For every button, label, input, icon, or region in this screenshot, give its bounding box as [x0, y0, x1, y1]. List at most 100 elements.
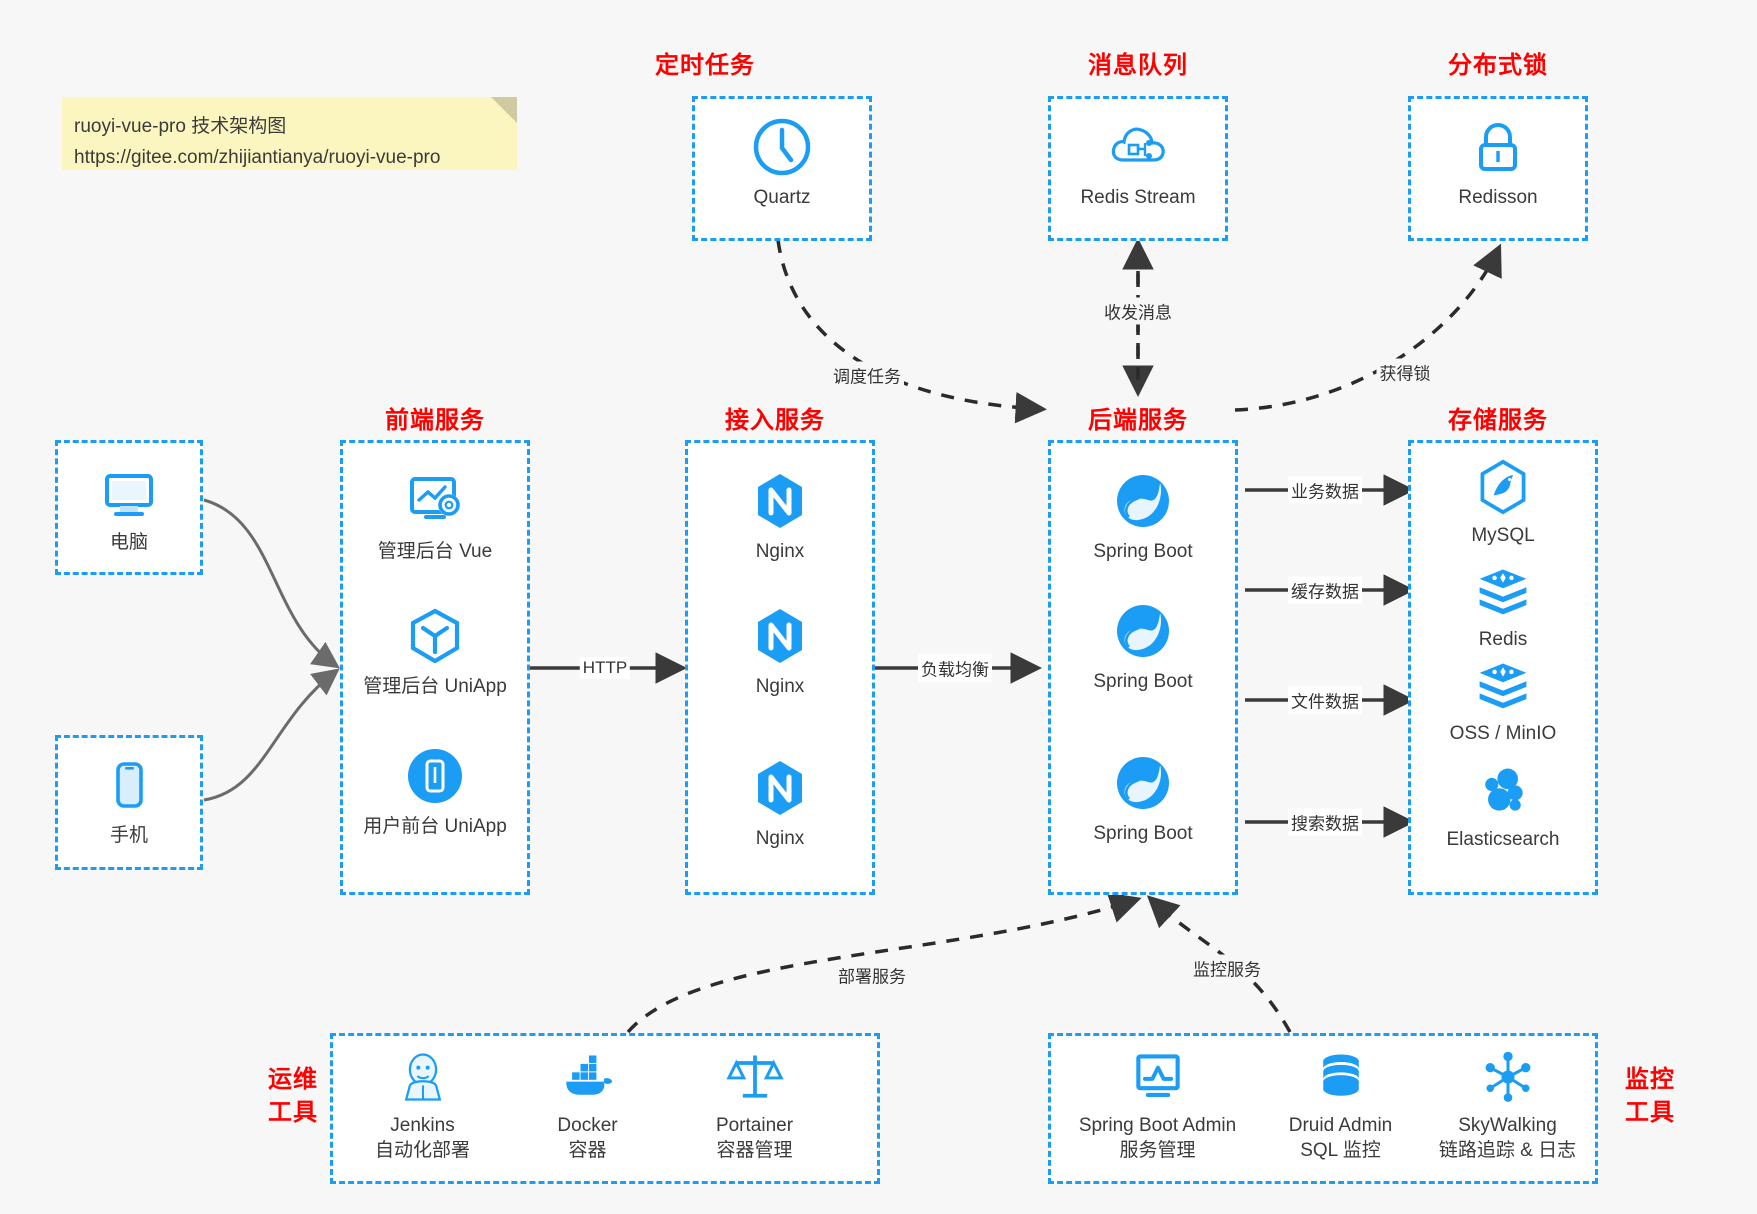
node-label: Elasticsearch [1446, 829, 1560, 850]
spring-leaf-icon [1117, 475, 1169, 527]
clock-icon [753, 118, 811, 176]
group-title-access-service: 接入服务 [725, 407, 825, 434]
edge-label-send-receive-message: 收发消息 [1101, 297, 1175, 325]
node-label: Nginx [755, 676, 805, 697]
node-label: 手机 [109, 825, 148, 846]
node-spring-boot-2[interactable]: Spring Boot [1053, 600, 1233, 694]
node-skywalking[interactable]: SkyWalking 链路追踪 & 日志 [1420, 1048, 1595, 1164]
node-admin-uniapp[interactable]: 管理后台 UniApp [345, 605, 525, 699]
spring-leaf-icon [1117, 757, 1169, 809]
node-quartz[interactable]: Quartz [702, 116, 862, 210]
node-label: Redis Stream [1080, 187, 1196, 208]
node-jenkins[interactable]: Jenkins 自动化部署 [340, 1048, 505, 1164]
group-title-devops-tools-line2: 工具 [268, 1099, 318, 1126]
node-sublabel: 容器管理 [716, 1140, 793, 1161]
node-label: MySQL [1471, 525, 1535, 546]
node-label: Spring Boot [1093, 541, 1193, 562]
nginx-icon [758, 761, 802, 815]
monitor-chart-icon [1135, 1054, 1180, 1098]
redis-stack-icon [1479, 569, 1527, 615]
node-label: 用户前台 UniApp [363, 816, 507, 837]
node-druid-admin[interactable]: Druid Admin SQL 监控 [1258, 1048, 1423, 1164]
redis-stack-icon [1479, 663, 1527, 709]
elasticsearch-icon [1485, 768, 1523, 811]
node-label: 电脑 [109, 532, 148, 553]
edge-label-search-data: 搜索数据 [1288, 808, 1362, 836]
group-box-distributed-lock[interactable] [1408, 96, 1588, 241]
cloud-node-icon [1111, 127, 1165, 162]
edge-label-monitor-service: 监控服务 [1190, 954, 1264, 982]
group-title-storage-service: 存储服务 [1448, 407, 1548, 434]
node-phone[interactable]: 手机 [60, 758, 198, 848]
note-url: https://gitee.com/zhijiantianya/ruoyi-vu… [74, 147, 441, 168]
nginx-icon [758, 474, 802, 528]
node-redis-stream[interactable]: Redis Stream [1058, 116, 1218, 210]
node-label: Spring Boot [1093, 671, 1193, 692]
node-sublabel: 链路追踪 & 日志 [1438, 1140, 1577, 1161]
database-icon [1322, 1054, 1359, 1096]
desktop-monitor-icon [105, 474, 153, 516]
node-redisson[interactable]: Redisson [1418, 116, 1578, 210]
node-docker[interactable]: Docker 容器 [505, 1048, 670, 1164]
group-title-monitor-tools-line2: 工具 [1625, 1099, 1675, 1126]
node-label: Druid Admin [1288, 1115, 1393, 1136]
edge-label-load-balance: 负载均衡 [918, 654, 992, 682]
mobile-app-icon [408, 749, 462, 803]
mysql-dolphin-icon [1480, 459, 1526, 515]
node-label: Spring Boot [1093, 823, 1193, 844]
node-elasticsearch[interactable]: Elasticsearch [1413, 762, 1593, 852]
group-title-devops-tools-line1: 运维 [268, 1066, 318, 1093]
edge-label-http: HTTP [579, 657, 631, 679]
node-label: Redis [1478, 629, 1528, 650]
node-mysql[interactable]: MySQL [1413, 458, 1593, 548]
node-label: OSS / MinIO [1449, 723, 1557, 744]
node-sublabel: 自动化部署 [374, 1140, 470, 1161]
node-label: Nginx [755, 541, 805, 562]
node-label: 管理后台 UniApp [363, 676, 507, 697]
node-label: Spring Boot Admin [1078, 1115, 1237, 1136]
node-redis[interactable]: Redis [1413, 562, 1593, 652]
group-title-backend-service: 后端服务 [1088, 407, 1188, 434]
edge-label-business-data: 业务数据 [1288, 476, 1362, 504]
edge-label-cache-data: 缓存数据 [1288, 576, 1362, 604]
edge-label-deploy-service: 部署服务 [835, 961, 909, 989]
spring-leaf-icon [1117, 605, 1169, 657]
dashboard-gear-icon [410, 477, 460, 519]
node-computer[interactable]: 电脑 [60, 465, 198, 555]
node-sublabel: 容器 [568, 1140, 607, 1161]
node-label: Docker [557, 1115, 618, 1136]
group-title-message-queue: 消息队列 [1088, 52, 1188, 79]
uniapp-cube-icon [410, 608, 460, 664]
node-label: Nginx [755, 828, 805, 849]
node-label: Redisson [1458, 187, 1538, 208]
group-title-scheduled-task: 定时任务 [655, 52, 755, 79]
nginx-icon [758, 609, 802, 663]
edge-label-acquire-lock: 获得锁 [1376, 358, 1434, 386]
group-box-message-queue[interactable] [1048, 96, 1228, 241]
lock-icon [1479, 123, 1517, 171]
node-nginx-1[interactable]: Nginx [690, 470, 870, 564]
node-spring-boot-3[interactable]: Spring Boot [1053, 752, 1233, 846]
node-nginx-2[interactable]: Nginx [690, 605, 870, 699]
note-fold-corner [491, 97, 517, 123]
node-label: 管理后台 Vue [377, 541, 493, 562]
info-note: ruoyi-vue-pro 技术架构图 https://gitee.com/zh… [62, 97, 517, 170]
node-admin-vue[interactable]: 管理后台 Vue [345, 470, 525, 564]
node-label: SkyWalking [1458, 1115, 1557, 1136]
node-user-uniapp[interactable]: 用户前台 UniApp [345, 745, 525, 839]
smartphone-icon [116, 762, 143, 808]
group-title-distributed-lock: 分布式锁 [1448, 52, 1548, 79]
node-spring-boot-admin[interactable]: Spring Boot Admin 服务管理 [1060, 1048, 1255, 1164]
edge-label-file-data: 文件数据 [1288, 686, 1362, 714]
jenkins-butler-icon [404, 1053, 441, 1101]
node-nginx-3[interactable]: Nginx [690, 757, 870, 851]
node-label: Portainer [715, 1115, 794, 1136]
node-portainer[interactable]: Portainer 容器管理 [672, 1048, 837, 1164]
node-sublabel: SQL 监控 [1300, 1140, 1381, 1161]
node-spring-boot-1[interactable]: Spring Boot [1053, 470, 1233, 564]
skywalking-node-icon [1485, 1051, 1530, 1102]
portainer-scale-icon [725, 1055, 784, 1098]
node-label: Jenkins [390, 1115, 455, 1136]
node-label: Quartz [753, 187, 811, 208]
node-oss-minio[interactable]: OSS / MinIO [1413, 656, 1593, 746]
